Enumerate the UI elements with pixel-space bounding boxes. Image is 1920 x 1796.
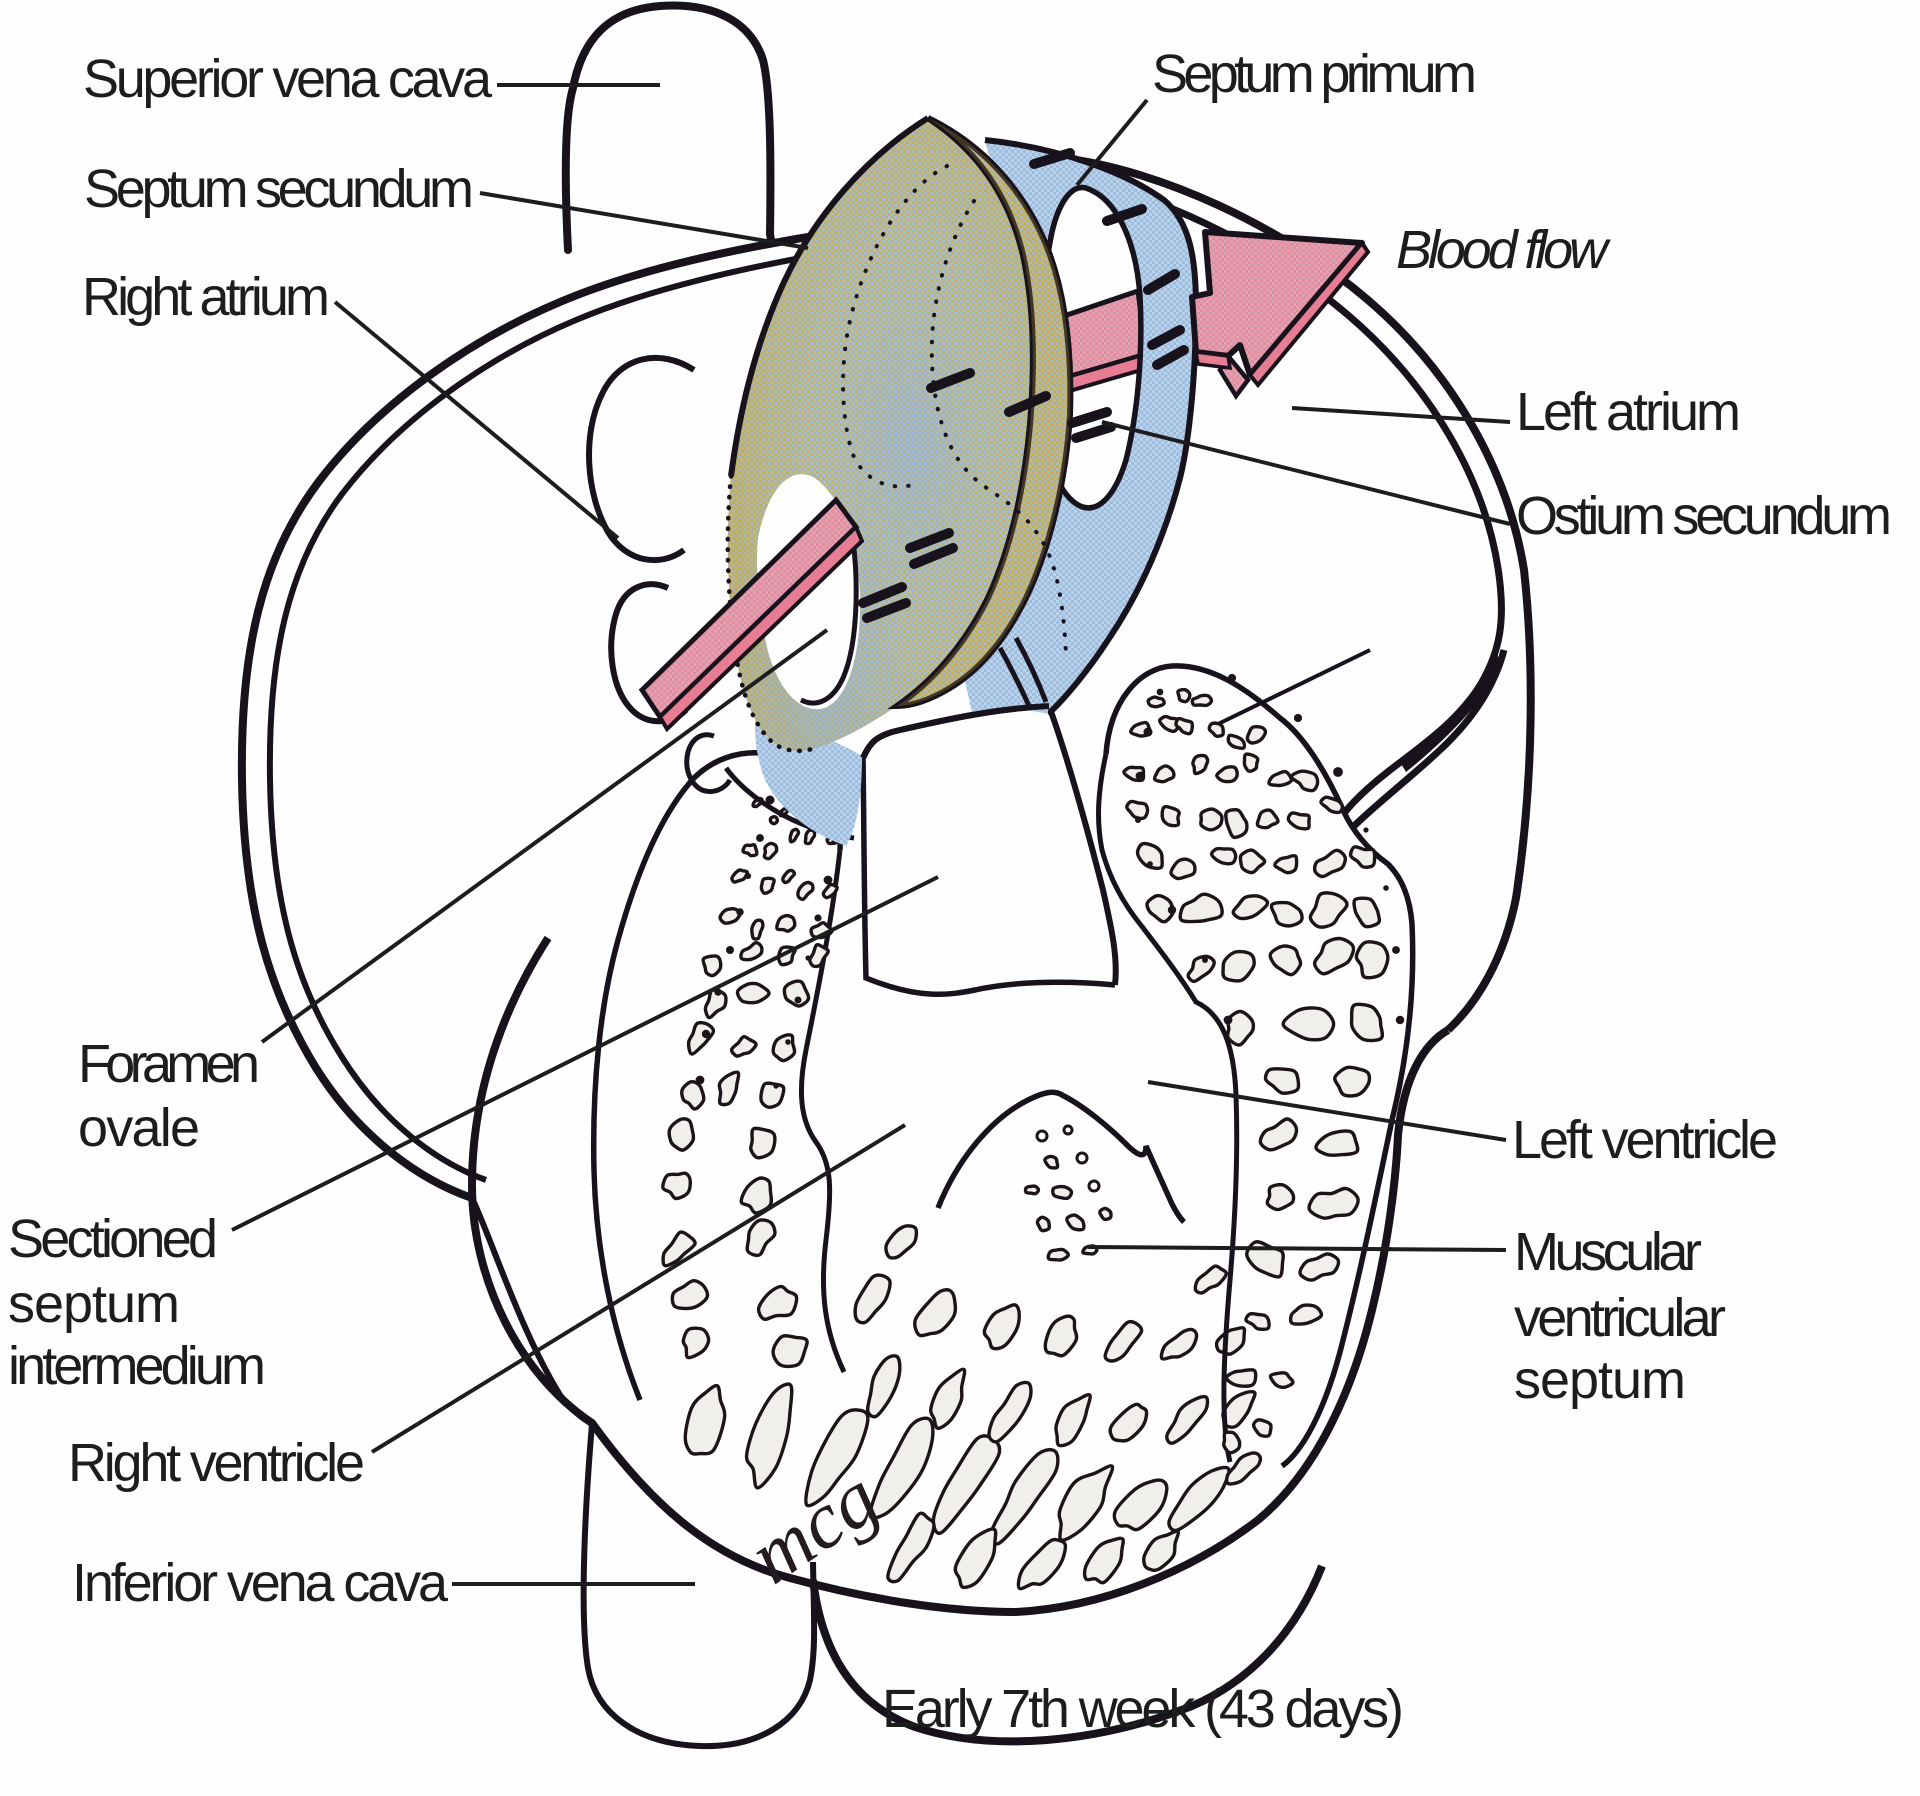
svg-text:Blood flow: Blood flow (1396, 220, 1611, 280)
svg-text:Right atrium: Right atrium (82, 267, 330, 327)
svg-text:Inferior vena cava: Inferior vena cava (72, 1553, 449, 1613)
svg-text:Early 7th week (43 days): Early 7th week (43 days) (882, 1679, 1404, 1739)
svg-text:Superior vena cava: Superior vena cava (83, 49, 493, 109)
svg-text:intermedium: intermedium (8, 1336, 266, 1396)
svg-text:Septum primum: Septum primum (1152, 44, 1477, 104)
svg-text:Foramen: Foramen (78, 1034, 260, 1094)
svg-text:Right ventricle: Right ventricle (68, 1433, 365, 1493)
svg-text:Septum secundum: Septum secundum (84, 159, 474, 219)
svg-text:ventricular: ventricular (1514, 1288, 1726, 1348)
svg-text:Left atrium: Left atrium (1516, 382, 1741, 442)
svg-text:septum: septum (8, 1274, 180, 1334)
svg-text:Sectioned: Sectioned (8, 1209, 218, 1269)
svg-text:Ostium secundum: Ostium secundum (1516, 486, 1892, 546)
svg-text:Left ventricle: Left ventricle (1512, 1110, 1778, 1170)
svg-text:septum: septum (1514, 1350, 1686, 1410)
svg-text:ovale: ovale (78, 1098, 200, 1158)
svg-text:Muscular: Muscular (1514, 1222, 1702, 1282)
